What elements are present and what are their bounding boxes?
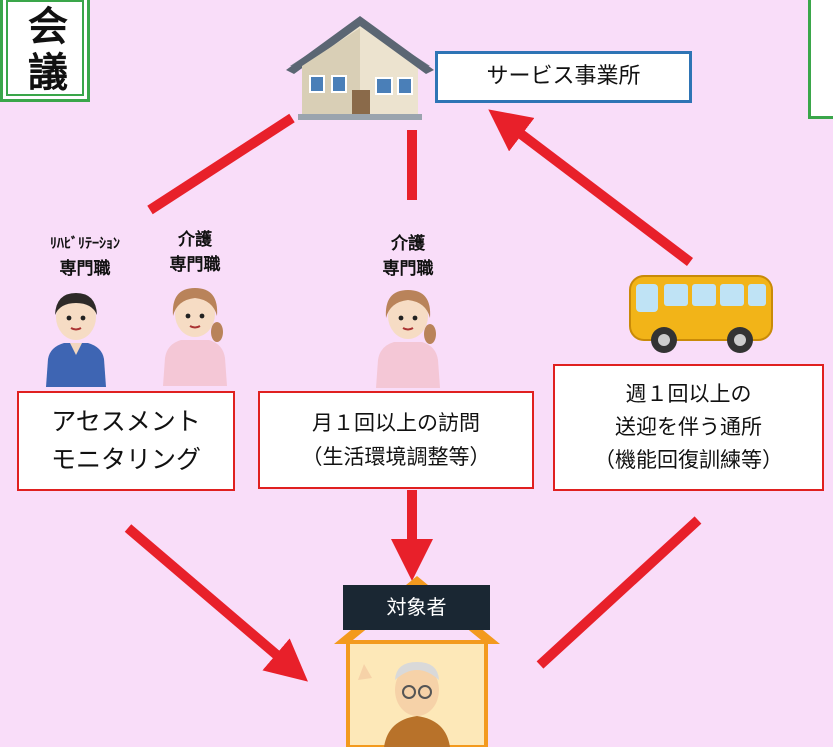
care-center-line2: 専門職 <box>382 259 434 279</box>
dayservice-line3: （機能回復訓練等） <box>594 448 783 472</box>
subject-home-icon <box>334 576 500 747</box>
arrow-bus-to-house <box>488 109 694 266</box>
care-left-line1: 介護 <box>178 230 212 250</box>
line-house-to-left <box>147 113 295 215</box>
assessment-line1: アセスメント <box>51 407 201 436</box>
visit-line2: （生活環境調整等） <box>301 445 491 469</box>
bus-icon <box>629 275 773 353</box>
rehab-role-line2: 専門職 <box>59 259 111 279</box>
line-dayservice-to-subject <box>536 516 702 669</box>
care-worker-icon-left <box>163 288 227 386</box>
care-worker-icon-center <box>376 290 440 388</box>
visit-box: 月１回以上の訪問 （生活環境調整等） <box>258 391 534 489</box>
meeting-label-box: 会 議 <box>0 0 90 102</box>
arrow-assessment-to-subject <box>124 524 308 682</box>
office-house-icon <box>286 16 434 120</box>
dayservice-line1: 週１回以上の <box>625 382 752 406</box>
meeting-char-1: 会 <box>28 4 68 50</box>
meeting-char-2: 議 <box>28 50 68 96</box>
rehab-role-label: ﾘﾊﾋﾞﾘﾃｰｼｮﾝ 専門職 <box>30 232 140 282</box>
subject-label: 対象者 <box>343 585 490 630</box>
service-office-label: サービス事業所 <box>435 51 692 103</box>
dayservice-box: 週１回以上の 送迎を伴う通所 （機能回復訓練等） <box>553 364 824 491</box>
care-role-label-center: 介護 専門職 <box>368 232 448 282</box>
care-role-label-left: 介護 専門職 <box>155 228 235 278</box>
care-center-line1: 介護 <box>391 234 425 254</box>
right-frame-edge <box>808 0 833 119</box>
care-left-line2: 専門職 <box>169 255 221 275</box>
rehab-role-line1: ﾘﾊﾋﾞﾘﾃｰｼｮﾝ <box>50 236 120 252</box>
assessment-line2: モニタリング <box>50 445 201 474</box>
rehab-specialist-icon <box>46 293 106 387</box>
assessment-box: アセスメント モニタリング <box>17 391 235 491</box>
visit-line1: 月１回以上の訪問 <box>312 411 480 435</box>
dayservice-line2: 送迎を伴う通所 <box>615 415 762 439</box>
